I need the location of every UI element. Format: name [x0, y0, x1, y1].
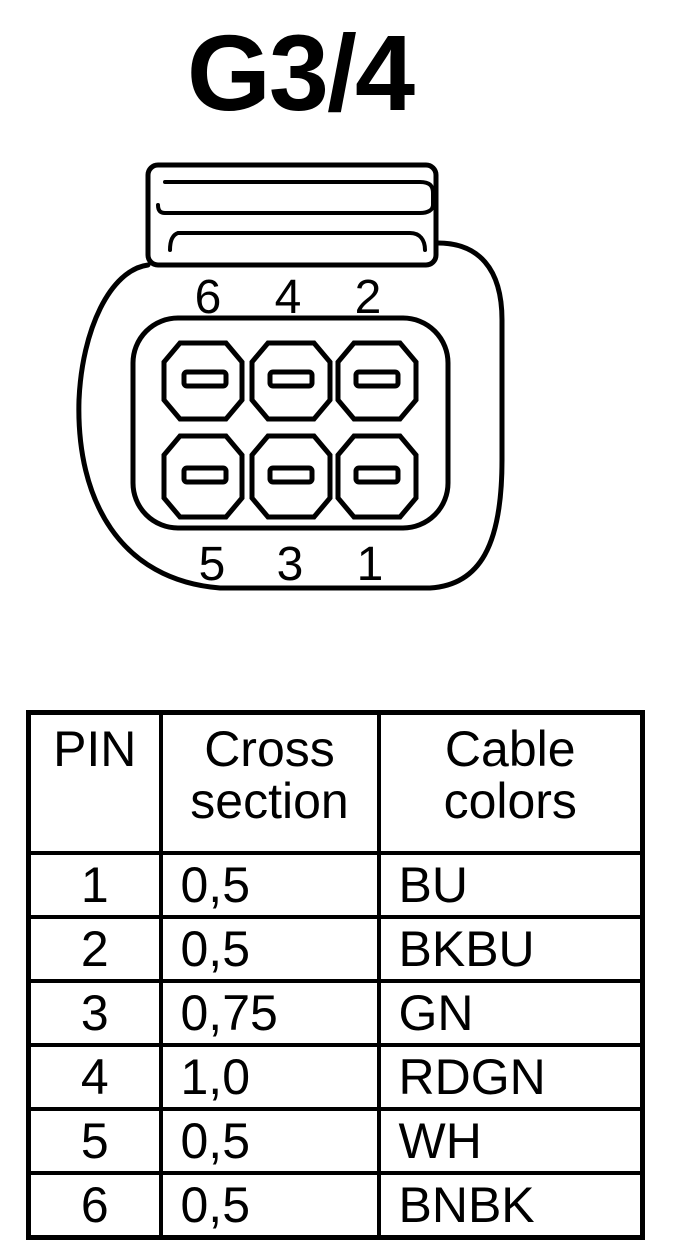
pin-cell: 4 [26, 1043, 163, 1111]
pin-cavity-frame [130, 315, 451, 531]
cross-section-cell: 0,5 [158, 1107, 381, 1175]
table-row: 3 0,75 GN [26, 979, 645, 1047]
table-row: 5 0,5 WH [26, 1107, 645, 1175]
header-cable-colors: Cable colors [376, 710, 645, 855]
pin-assignment-table: PIN Cross section Cable colors 1 0,5 BU … [26, 710, 645, 1240]
table-header-row: PIN Cross section Cable colors [26, 710, 645, 855]
pin-terminal-1 [335, 433, 419, 520]
pin-terminal-3 [249, 433, 333, 520]
pin-label-6: 6 [195, 271, 222, 324]
cross-section-cell: 1,0 [158, 1043, 381, 1111]
pin-terminal-4 [249, 340, 333, 422]
diagram-title: G3/4 [186, 12, 415, 133]
table-row: 4 1,0 RDGN [26, 1043, 645, 1111]
latch-slot-upper [156, 180, 435, 215]
pin-label-4: 4 [275, 271, 302, 324]
cable-color-cell: RDGN [376, 1043, 645, 1111]
pin-label-2: 2 [355, 271, 382, 324]
pin-label-5: 5 [199, 538, 226, 591]
pin-label-3: 3 [277, 538, 304, 591]
cross-section-cell: 0,75 [158, 979, 381, 1047]
table-row: 6 0,5 BNBK [26, 1171, 645, 1240]
cable-color-cell: BKBU [376, 915, 645, 983]
table-row: 1 0,5 BU [26, 851, 645, 919]
pin-terminal-2 [335, 340, 419, 422]
cable-color-cell: GN [376, 979, 645, 1047]
cable-color-cell: BNBK [376, 1171, 645, 1240]
cable-color-cell: BU [376, 851, 645, 919]
pin-cell: 2 [26, 915, 163, 983]
pin-terminal-5 [161, 433, 245, 520]
table-row: 2 0,5 BKBU [26, 915, 645, 983]
cross-section-cell: 0,5 [158, 851, 381, 919]
pin-cell: 6 [26, 1171, 163, 1240]
cross-section-cell: 0,5 [158, 1171, 381, 1240]
cable-color-cell: WH [376, 1107, 645, 1175]
pin-terminal-6 [161, 340, 245, 422]
header-cross-section: Cross section [158, 710, 381, 855]
cross-section-cell: 0,5 [158, 915, 381, 983]
header-pin: PIN [26, 710, 163, 855]
connector-housing-outline [76, 240, 505, 591]
pin-cell: 5 [26, 1107, 163, 1175]
connector-diagram: 6 4 2 5 3 1 [76, 162, 505, 591]
pin-label-1: 1 [357, 538, 384, 591]
pin-cell: 3 [26, 979, 163, 1047]
connector-latch [145, 162, 439, 268]
latch-slot-lower [168, 231, 427, 252]
pin-cell: 1 [26, 851, 163, 919]
